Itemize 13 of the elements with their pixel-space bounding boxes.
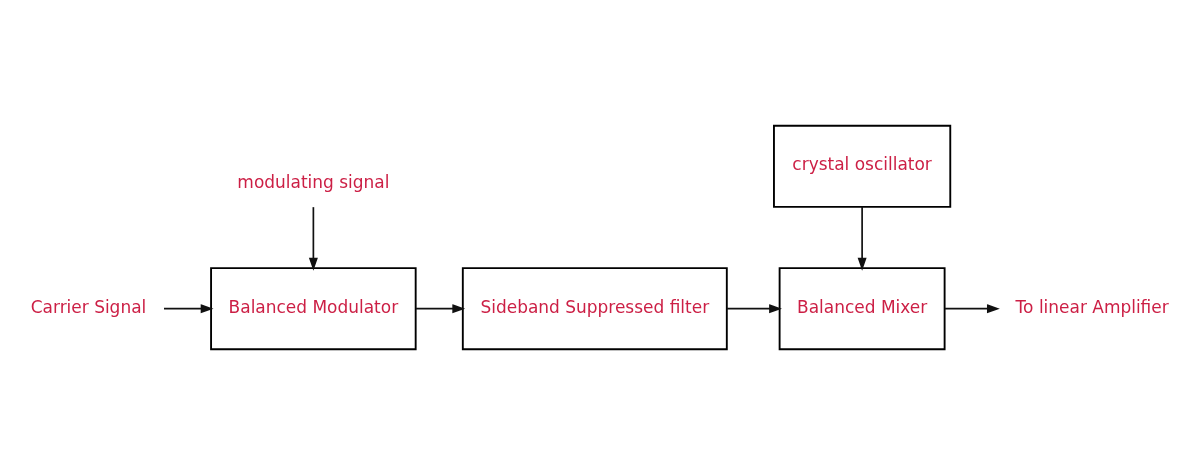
node-text: Carrier Signal <box>30 296 147 317</box>
node-text: modulating signal <box>237 172 390 193</box>
arrow <box>726 304 782 314</box>
arrow <box>415 304 466 314</box>
node-box: Sideband Suppressed filter <box>461 267 728 351</box>
node-box: Balanced Modulator <box>210 267 417 351</box>
node-box: Balanced Mixer <box>778 267 946 351</box>
arrow <box>857 206 867 271</box>
arrow <box>163 304 214 314</box>
arrow <box>308 206 318 271</box>
arrow <box>943 304 1000 314</box>
node-box: crystal oscillator <box>773 124 952 208</box>
node-text: To linear Amplifier <box>1015 296 1169 317</box>
